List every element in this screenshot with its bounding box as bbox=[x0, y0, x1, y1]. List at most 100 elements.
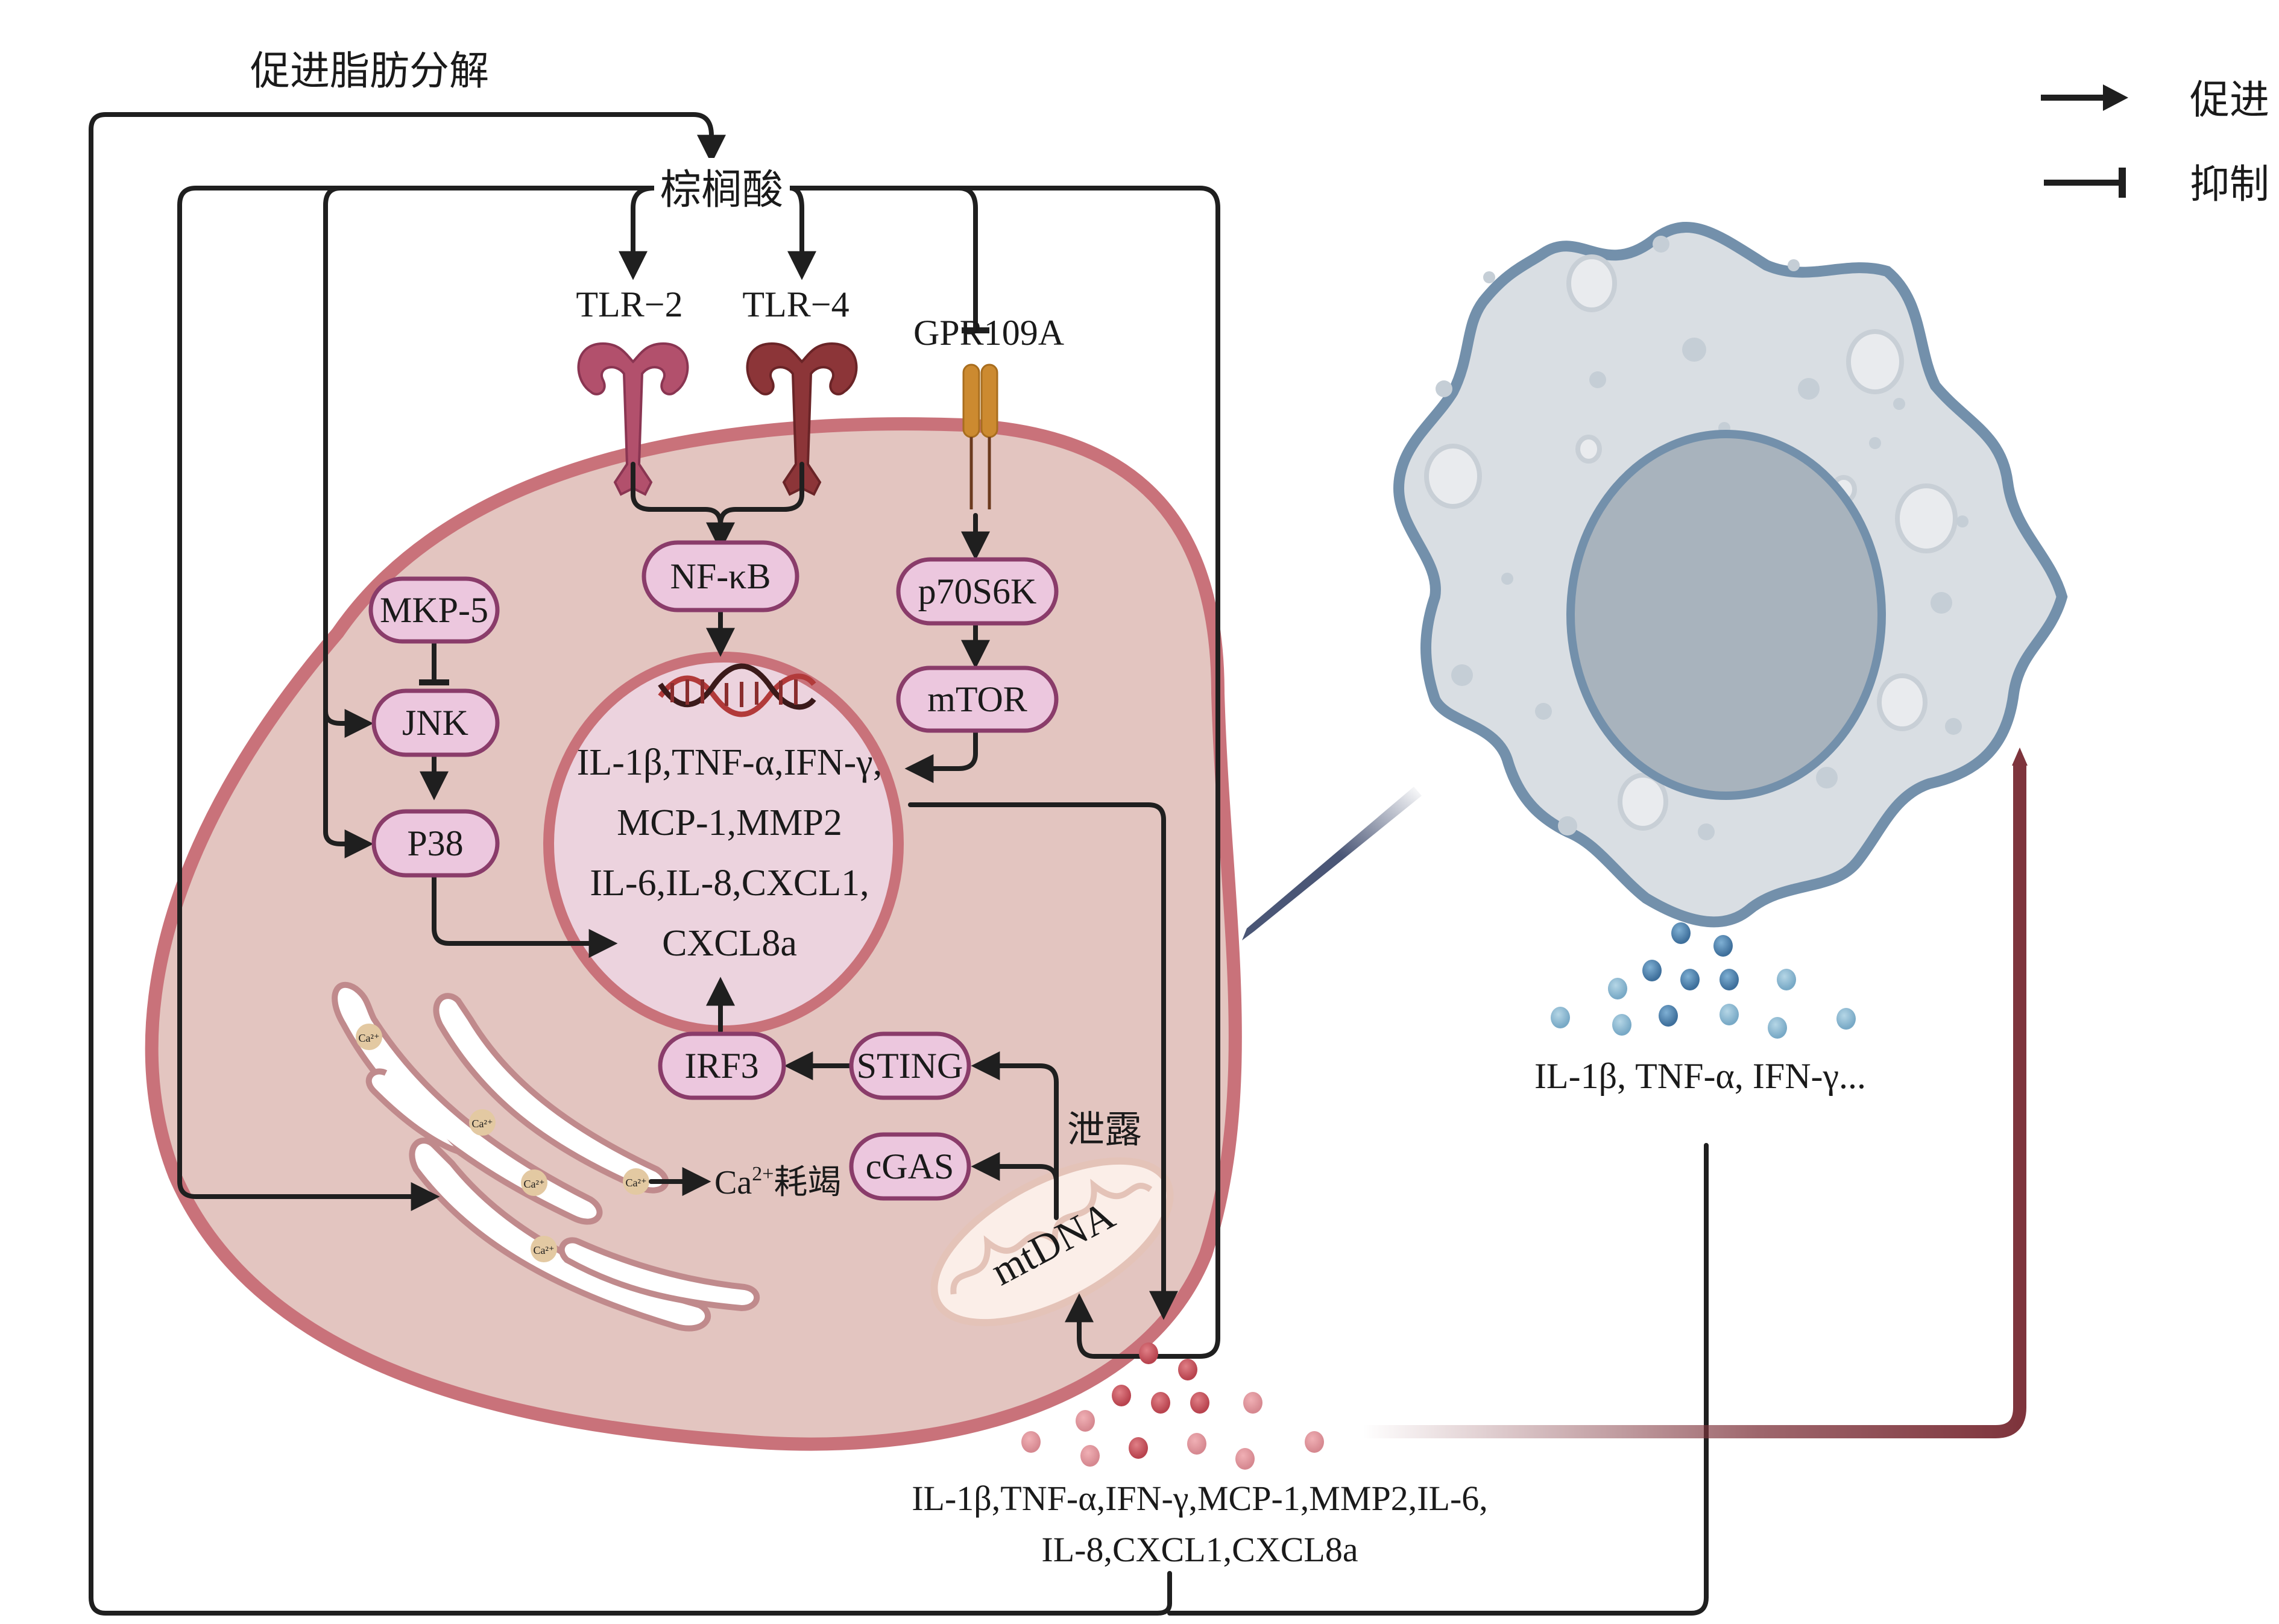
pathway-arrows bbox=[89, 112, 1709, 1616]
macrophage-pointer-icon bbox=[1242, 787, 1422, 940]
node-mkp5-label: MKP-5 bbox=[380, 590, 488, 630]
cytokine-dot-red bbox=[1139, 1342, 1158, 1364]
cytokine-dot-blue bbox=[1642, 960, 1662, 981]
cytokine-dot-red bbox=[1178, 1359, 1197, 1380]
cytokine-dot-red bbox=[1151, 1392, 1170, 1414]
cytokine-dot-red bbox=[1112, 1385, 1131, 1406]
tlr2-label: TLR−2 bbox=[576, 285, 682, 324]
legend-item-promote: 促进 bbox=[2041, 77, 2269, 123]
node-mtor-label: mTOR bbox=[927, 679, 1027, 719]
arrow-mtor-to-nucleus bbox=[904, 727, 978, 783]
cytokine-dot-red bbox=[1235, 1448, 1255, 1470]
cytokine-dot-blue bbox=[1671, 922, 1691, 944]
svg-text:Ca²⁺: Ca²⁺ bbox=[524, 1178, 545, 1190]
tlr4-label: TLR−4 bbox=[742, 285, 849, 324]
svg-text:Ca²⁺: Ca²⁺ bbox=[534, 1244, 555, 1256]
calcium-ion-icon: Ca²⁺ bbox=[623, 1168, 649, 1195]
calcium-ion-icon: Ca²⁺ bbox=[531, 1236, 557, 1262]
inhibit-gpr109a-line bbox=[956, 186, 978, 331]
cytokine-dot-red bbox=[1187, 1433, 1206, 1455]
node-mtor[interactable]: mTOR bbox=[896, 666, 1059, 733]
arrow-to-er bbox=[177, 186, 657, 1211]
calcium-ion-icon: Ca²⁺ bbox=[356, 1024, 382, 1050]
macrophage-granules bbox=[1436, 236, 1969, 840]
cytokine-dot-blue bbox=[1713, 935, 1733, 957]
palmitic-acid-background bbox=[654, 158, 790, 218]
calcium-ion-icon: Ca²⁺ bbox=[469, 1109, 496, 1136]
gpr109a-receptor-icon bbox=[962, 364, 998, 509]
arrow-to-tlr2 bbox=[619, 186, 657, 280]
macrophage-cytokines-blue bbox=[1551, 922, 1856, 1039]
legend-promote-label: 促进 bbox=[2190, 77, 2269, 123]
macrophage-activation-arrow bbox=[1363, 747, 2028, 1438]
nucleus-text-line-3: IL-6,IL-8,CXCL1, bbox=[590, 863, 869, 904]
cytokine-dot-blue bbox=[1777, 969, 1796, 990]
macrophage-cytokines-label: IL-1β, TNF-α, IFN-γ... bbox=[1534, 1056, 1866, 1096]
macrophage-cytokine-line bbox=[1167, 1143, 1709, 1616]
cytokine-dot-red bbox=[1243, 1392, 1262, 1414]
arrow-to-tlr4 bbox=[787, 186, 816, 280]
svg-text:Ca²⁺: Ca²⁺ bbox=[472, 1118, 493, 1130]
secreted-cytokines-red bbox=[1021, 1342, 1324, 1470]
lipolysis-label: 促进脂肪分解 bbox=[250, 48, 489, 94]
nucleus-membrane bbox=[543, 652, 904, 1036]
feedback-arrowhead-icon bbox=[2012, 747, 2028, 766]
node-p38-label: P38 bbox=[407, 823, 463, 863]
cytokine-dot-blue bbox=[1659, 1005, 1678, 1027]
macrophage-nucleus bbox=[1566, 430, 1886, 800]
cytokine-dot-blue bbox=[1680, 969, 1700, 990]
arrow-p38-to-nucleus bbox=[432, 872, 618, 958]
nucleus: IL-1β,TNF-α,IFN-γ, MCP-1,MMP2 IL-6,IL-8,… bbox=[543, 652, 904, 1036]
cytokine-dot-blue bbox=[1836, 1008, 1856, 1030]
legend-inhibit-label: 抑制 bbox=[2190, 161, 2269, 207]
cytokine-dot-red bbox=[1129, 1437, 1148, 1459]
legend: 促进 抑制 bbox=[2041, 77, 2269, 207]
cytokine-dot-blue bbox=[1551, 1007, 1570, 1028]
arrow-to-mitochondrion bbox=[787, 186, 1220, 1359]
tlr2-receptor-icon bbox=[577, 342, 689, 496]
leak-label: 泄露 bbox=[1067, 1107, 1142, 1151]
cytokine-dot-blue bbox=[1608, 978, 1627, 999]
node-sting[interactable]: STING bbox=[849, 1031, 971, 1100]
nucleus-text-line-2: MCP-1,MMP2 bbox=[617, 802, 842, 843]
node-jnk[interactable]: JNK bbox=[371, 688, 500, 757]
secreted-cytokines-line-2: IL-8,CXCL1,CXCL8a bbox=[1041, 1530, 1358, 1569]
palmitic-acid-label: 棕榈酸 bbox=[660, 166, 783, 214]
node-nfkb-label: NF-κB bbox=[670, 556, 771, 596]
node-nfkb[interactable]: NF-κB bbox=[641, 540, 799, 612]
macrophage bbox=[1393, 222, 2068, 928]
macrophage-vesicles bbox=[1424, 254, 1958, 831]
arrow-mtdna-to-sting bbox=[971, 1051, 1059, 1220]
arrow-tlr4-to-nfkb bbox=[718, 462, 804, 527]
lipolysis-feedback-arrow bbox=[89, 112, 1172, 1616]
secreted-cytokines-line-1: IL-1β,TNF-α,IFN-γ,MCP-1,MMP2,IL-6, bbox=[912, 1479, 1488, 1518]
gpr109a-label: GPR109A bbox=[913, 313, 1064, 353]
cytokine-dot-red bbox=[1021, 1431, 1041, 1453]
node-irf3-label: IRF3 bbox=[684, 1046, 758, 1086]
promote-arrowhead-icon bbox=[2103, 84, 2128, 111]
cytokine-dot-red bbox=[1080, 1445, 1100, 1467]
cytokine-dot-blue bbox=[1612, 1014, 1631, 1036]
nucleus-text-line-1: IL-1β,TNF-α,IFN-γ, bbox=[577, 742, 882, 783]
ca-depletion-label: Ca2+耗竭 bbox=[714, 1163, 841, 1202]
node-p70s6k[interactable]: p70S6K bbox=[896, 557, 1059, 626]
nucleus-text-line-4: CXCL8a bbox=[662, 923, 797, 964]
tlr4-receptor-icon bbox=[746, 342, 858, 496]
arrow-nucleus-to-secretion bbox=[908, 802, 1178, 1320]
cytokine-dot-blue bbox=[1768, 1017, 1787, 1039]
node-irf3[interactable]: IRF3 bbox=[658, 1031, 786, 1100]
svg-text:Ca²⁺: Ca²⁺ bbox=[626, 1177, 647, 1189]
mitochondrion: mtDNA bbox=[930, 1157, 1174, 1327]
node-mkp5[interactable]: MKP-5 bbox=[368, 576, 500, 644]
arrow-mtdna-to-cgas bbox=[971, 1152, 1059, 1184]
arrow-to-jnk bbox=[323, 186, 657, 738]
arrow-to-p38 bbox=[323, 709, 374, 858]
node-p38[interactable]: P38 bbox=[371, 809, 500, 878]
node-sting-label: STING bbox=[857, 1046, 963, 1086]
node-cgas[interactable]: cGAS bbox=[849, 1132, 971, 1201]
cytokine-dot-red bbox=[1305, 1431, 1324, 1453]
legend-item-inhibit: 抑制 bbox=[2044, 161, 2269, 207]
cytokine-dot-red bbox=[1076, 1410, 1095, 1432]
node-cgas-label: cGAS bbox=[866, 1147, 954, 1186]
